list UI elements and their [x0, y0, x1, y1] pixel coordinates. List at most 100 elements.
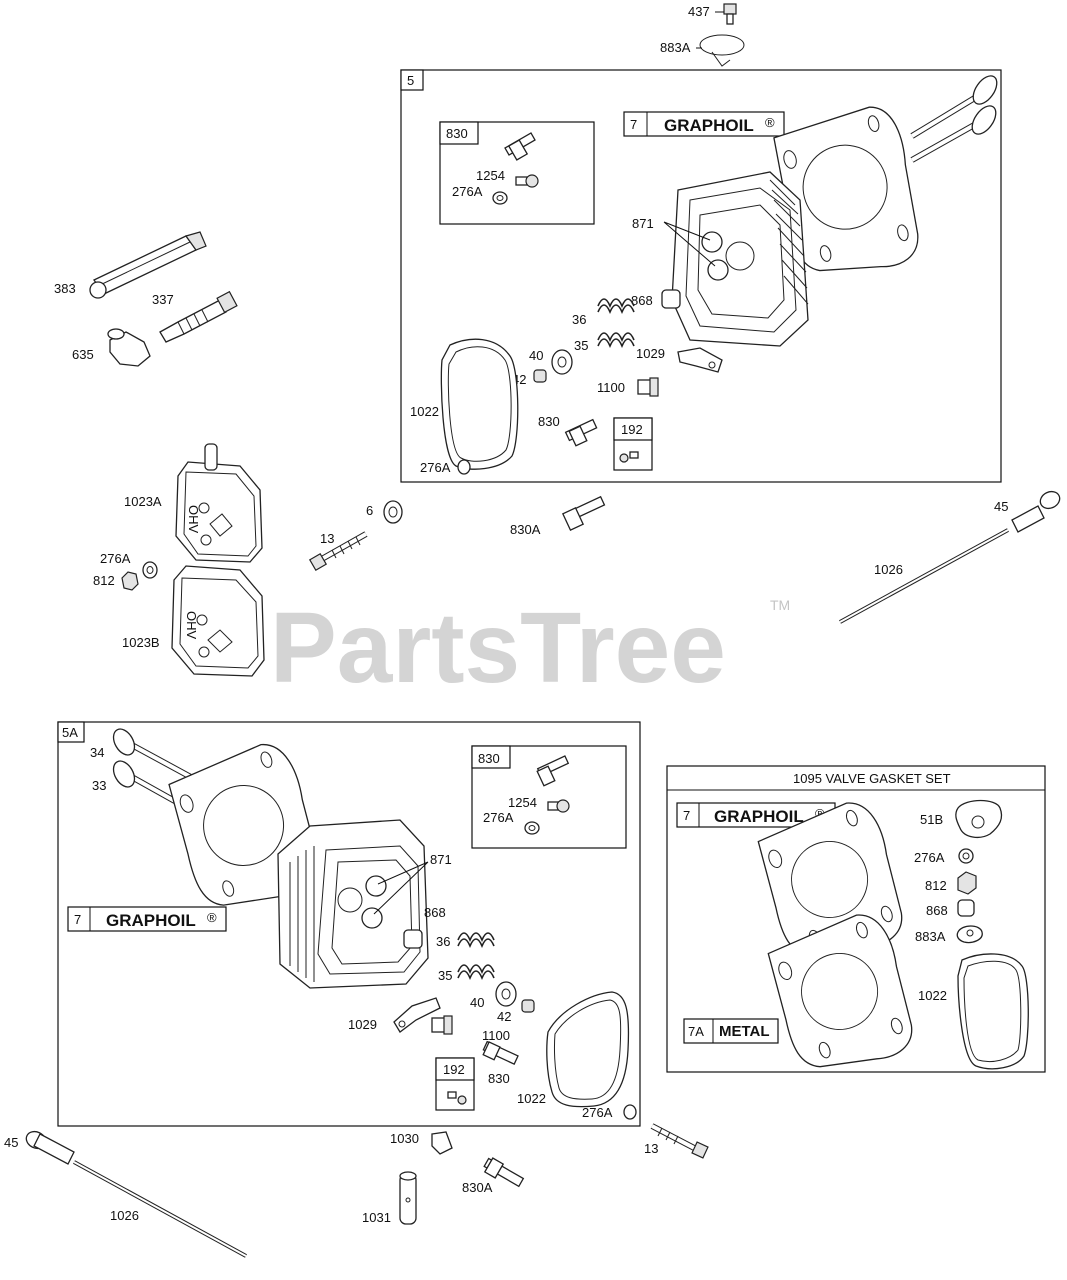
part-13-bolt-bottom[interactable]: [650, 1123, 709, 1159]
part-276A-washer-group-5[interactable]: [457, 459, 471, 475]
part-1029-rocker-group-5a[interactable]: [393, 997, 441, 1033]
callout-812-cover[interactable]: 812: [93, 573, 115, 588]
part-40-retainer-group-5a[interactable]: [495, 981, 517, 1007]
callout-830-group-5[interactable]: 830: [538, 414, 560, 429]
callout-1100-group-5a[interactable]: 1100: [482, 1028, 510, 1043]
callout-13-top[interactable]: 13: [320, 531, 334, 546]
callout-13-bottom[interactable]: 13: [644, 1141, 658, 1156]
part-830A-stud-bottom[interactable]: [483, 1157, 525, 1188]
callout-40-group-5[interactable]: 40: [529, 348, 543, 363]
part-1100-guide-group-5a[interactable]: [431, 1015, 453, 1035]
part-34-valve-group-5[interactable]: [910, 72, 1002, 139]
callout-42-group-5a[interactable]: 42: [497, 1009, 511, 1024]
callout-1022-set[interactable]: 1022: [918, 988, 947, 1003]
part-36-spring-group-5[interactable]: [597, 298, 635, 315]
callout-276A-set[interactable]: 276A: [914, 850, 945, 865]
callout-276A-cover[interactable]: 276A: [100, 551, 131, 566]
callout-276A-group-5a[interactable]: 276A: [582, 1105, 613, 1120]
part-276A-washer-group-5a[interactable]: [623, 1104, 637, 1120]
part-337-spark-plug[interactable]: [159, 290, 238, 343]
part-1022-cover-gasket-set[interactable]: [957, 953, 1029, 1070]
callout-830-group-5a[interactable]: 830: [488, 1071, 510, 1086]
part-812-nut-set[interactable]: [957, 871, 977, 895]
part-830-stud-group-5[interactable]: [564, 418, 598, 447]
callout-871-group-5[interactable]: 871: [632, 216, 654, 231]
callout-1254-group-5a[interactable]: 1254: [508, 795, 537, 810]
callout-830A-mid[interactable]: 830A: [510, 522, 541, 537]
part-40-retainer-group-5[interactable]: [551, 349, 573, 375]
callout-35-group-5[interactable]: 35: [574, 338, 588, 353]
callout-45-right[interactable]: 45: [994, 499, 1008, 514]
callout-871-group-5a[interactable]: 871: [430, 852, 452, 867]
part-812-nut-cover[interactable]: [121, 571, 139, 591]
callout-830-subbox-5[interactable]: 830: [446, 126, 468, 141]
callout-6[interactable]: 6: [366, 503, 373, 518]
part-830-stud-subbox-5[interactable]: [504, 132, 536, 161]
callout-36-group-5a[interactable]: 36: [436, 934, 450, 949]
callout-1026-right[interactable]: 1026: [874, 562, 903, 577]
callout-1022-group-5a[interactable]: 1022: [517, 1091, 546, 1106]
callout-812-set[interactable]: 812: [925, 878, 947, 893]
part-868-seal-set[interactable]: [957, 899, 975, 917]
callout-34-group-5a[interactable]: 34: [90, 745, 104, 760]
part-1030-guide-plate[interactable]: [431, 1131, 453, 1155]
part-276A-washer-set[interactable]: [958, 848, 974, 864]
callout-1030[interactable]: 1030: [390, 1131, 419, 1146]
callout-36-group-5[interactable]: 36: [572, 312, 586, 327]
part-45-tappet-left[interactable]: [24, 1129, 75, 1165]
part-1029-rocker-group-5[interactable]: [677, 347, 723, 373]
part-1026-pushrod-right[interactable]: [839, 528, 1009, 624]
part-276A-washer-cover[interactable]: [142, 561, 158, 579]
callout-383[interactable]: 383: [54, 281, 76, 296]
part-13-bolt-top[interactable]: [308, 531, 368, 572]
part-883A-clip-set[interactable]: [956, 925, 983, 944]
callout-1031[interactable]: 1031: [362, 1210, 391, 1225]
part-45-tappet-right[interactable]: [1011, 489, 1062, 533]
callout-40-group-5a[interactable]: 40: [470, 995, 484, 1010]
callout-1254-group-5[interactable]: 1254: [476, 168, 505, 183]
part-383-tool[interactable]: [89, 231, 207, 299]
callout-635[interactable]: 635: [72, 347, 94, 362]
part-1022-cover-gasket-group-5[interactable]: [440, 338, 519, 470]
callout-45-left[interactable]: 45: [4, 1135, 18, 1150]
callout-51B[interactable]: 51B: [920, 812, 943, 827]
callout-33-group-5a[interactable]: 33: [92, 778, 106, 793]
part-437-bolt[interactable]: [723, 3, 737, 25]
part-1023A-valve-cover[interactable]: OHV: [175, 443, 263, 563]
part-1254-screw-group-5a[interactable]: [547, 799, 570, 813]
callout-276A-subbox-5a[interactable]: 276A: [483, 810, 514, 825]
callout-883A-set[interactable]: 883A: [915, 929, 946, 944]
callout-1022-group-5[interactable]: 1022: [410, 404, 439, 419]
part-6-washer[interactable]: [383, 500, 403, 524]
part-830A-stud-mid[interactable]: [561, 495, 606, 531]
callout-868-group-5a[interactable]: 868: [424, 905, 446, 920]
part-868-seal-group-5[interactable]: [661, 289, 681, 309]
part-830-stud-subbox-5a[interactable]: [536, 755, 570, 787]
part-192-screw-group-5a[interactable]: [447, 1091, 467, 1105]
part-1026-pushrod-left[interactable]: [73, 1160, 247, 1258]
callout-276A-subbox-5[interactable]: 276A: [452, 184, 483, 199]
part-883A-clip[interactable]: [699, 34, 745, 67]
part-51B-gasket[interactable]: [955, 799, 1003, 839]
callout-830-subbox-5a[interactable]: 830: [478, 751, 500, 766]
part-33-valve-group-5[interactable]: [910, 102, 1001, 163]
part-1022-cover-gasket-group-5a[interactable]: [546, 991, 630, 1108]
part-868-seal-group-5a[interactable]: [403, 929, 423, 949]
part-35-spring-group-5[interactable]: [597, 332, 635, 349]
callout-337[interactable]: 337: [152, 292, 174, 307]
part-42-keeper-group-5[interactable]: [533, 369, 547, 383]
callout-868-group-5[interactable]: 868: [631, 293, 653, 308]
part-42-keeper-group-5a[interactable]: [521, 999, 535, 1013]
callout-276A-group-5[interactable]: 276A: [420, 460, 451, 475]
callout-1029-group-5a[interactable]: 1029: [348, 1017, 377, 1032]
callout-192-group-5a[interactable]: 192: [443, 1062, 465, 1077]
part-635-boot[interactable]: [107, 328, 151, 367]
callout-437[interactable]: 437: [688, 4, 710, 19]
callout-1026-left[interactable]: 1026: [110, 1208, 139, 1223]
part-35-spring-group-5a[interactable]: [457, 964, 495, 981]
part-276A-washer-subbox-5a[interactable]: [524, 821, 540, 835]
part-830-stud-group-5a[interactable]: [482, 1040, 519, 1066]
part-276A-washer-subbox-5[interactable]: [492, 191, 508, 205]
callout-1023B[interactable]: 1023B: [122, 635, 160, 650]
part-1100-guide-group-5[interactable]: [637, 377, 659, 397]
